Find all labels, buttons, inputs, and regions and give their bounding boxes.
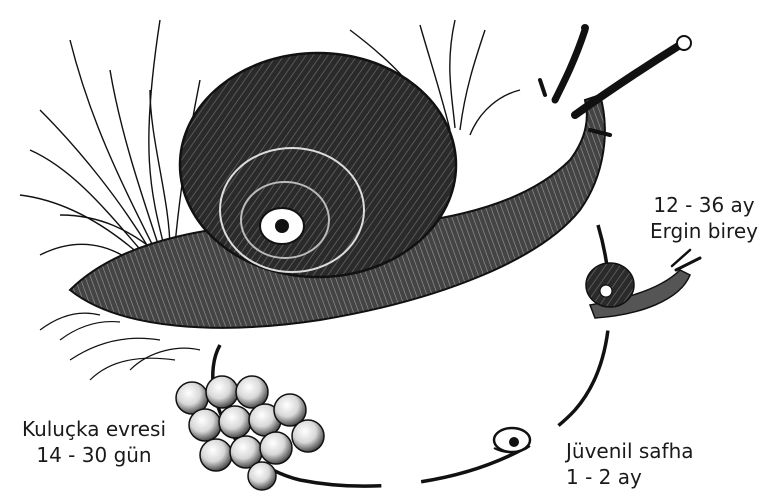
snail-shell [180, 53, 456, 277]
juvenile-snail-icon [494, 428, 530, 452]
egg-duration: 14 - 30 gün [6, 442, 182, 468]
egg-stage-label: Kuluçka evresi 14 - 30 gün [6, 416, 182, 468]
eye-stalk-upper [555, 30, 585, 100]
adult-stage-label: 12 - 36 ay Ergin birey [640, 192, 768, 244]
juvenile-duration: 1 - 2 ay [566, 464, 694, 490]
grass-left [20, 20, 200, 260]
adult-duration: 12 - 36 ay [640, 192, 768, 218]
eye-tip [677, 36, 691, 50]
eye-stalk-right [575, 45, 680, 115]
adult-name: Ergin birey [640, 218, 768, 244]
juvenile-stage-label: Jüvenil safha 1 - 2 ay [566, 438, 694, 490]
egg-name: Kuluçka evresi [6, 416, 182, 442]
small-snail-icon [586, 250, 700, 318]
egg-cluster [176, 376, 324, 490]
juvenile-name: Jüvenil safha [566, 438, 694, 464]
